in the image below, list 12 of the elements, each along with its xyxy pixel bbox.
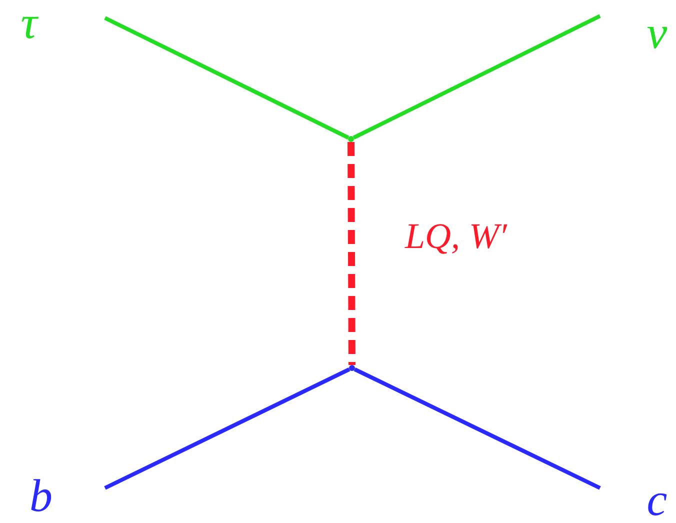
- particle-symbol: b: [24, 472, 58, 520]
- particle-symbol: τ: [12, 2, 46, 44]
- particle-line: [354, 368, 601, 490]
- vertex-point: [349, 365, 355, 371]
- vertex-point: [348, 136, 354, 142]
- particle-symbol: ν: [640, 12, 674, 54]
- dashed-propagator-line: [348, 142, 356, 366]
- particle-line: [104, 368, 350, 490]
- particle-symbol: c: [640, 478, 674, 522]
- particle-line: [104, 16, 350, 140]
- edge-label: LQ, W′: [405, 218, 507, 254]
- particle-line: [352, 14, 601, 140]
